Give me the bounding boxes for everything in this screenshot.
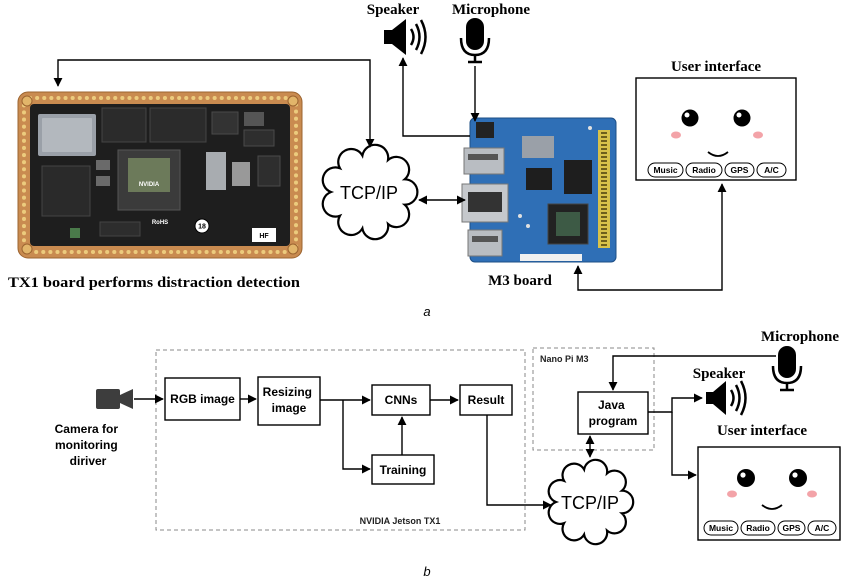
microphone-icon [771, 346, 803, 392]
speaker-icon [706, 380, 747, 416]
tcp-ip-cloud-shape [321, 143, 419, 241]
block-cnns: CNNs [371, 384, 431, 416]
m3-board-image [461, 117, 617, 263]
speaker-label: Speaker [367, 2, 420, 18]
svg-text:RGB image: RGB image [170, 392, 235, 406]
panel-b: NVIDIA Jetson TX1 Nano Pi M3 Camera for … [55, 329, 841, 579]
panel-a-caption: a [423, 304, 430, 319]
tcp-ip-label: TCP/IP [340, 183, 398, 203]
arrow-microphone-java [608, 355, 776, 391]
arrow-tx1-cloud [53, 59, 375, 148]
ui-button-ac: A/C [807, 520, 837, 536]
ui-button-ac: A/C [756, 162, 787, 178]
left-eye [681, 109, 699, 127]
ui-button-music: Music [647, 162, 684, 178]
camera-icon [96, 389, 133, 409]
speaker-icon [384, 19, 427, 55]
right-eye [733, 109, 751, 127]
sticker-number: 18 [198, 224, 206, 231]
svg-text:A/C: A/C [764, 165, 779, 175]
smile [761, 504, 783, 510]
ui-button-music: Music [703, 520, 739, 536]
arrow-resizing-training [342, 400, 371, 474]
block-java-program: Java program [577, 391, 649, 435]
panel-a: NVIDIA RoHS 18 HF TX1 board performs dis… [8, 2, 797, 319]
arrow-m3-speaker [398, 57, 470, 137]
block-resizing-image: Resizing image [257, 376, 321, 426]
user-interface-screen: Music Radio GPS A/C [635, 77, 797, 181]
smile [707, 151, 729, 157]
nanopi-group-label: Nano Pi M3 [540, 354, 589, 364]
ui-button-radio: Radio [685, 162, 723, 178]
camera-label: Camera for monitoring diriver [55, 422, 122, 468]
hf-mark: HF [259, 233, 269, 240]
svg-text:Java program: Java program [589, 398, 638, 428]
m3-board-label: M3 board [488, 273, 552, 289]
svg-text:Music: Music [709, 523, 733, 533]
ui-button-radio: Radio [740, 520, 776, 536]
arrow-java-user-interface [671, 412, 697, 480]
panel-b-caption: b [423, 564, 430, 579]
tcp-ip-cloud-shape [547, 458, 635, 546]
svg-text:CNNs: CNNs [385, 393, 418, 407]
right-eye [789, 469, 807, 487]
svg-text:A/C: A/C [815, 523, 830, 533]
block-result: Result [459, 384, 513, 416]
jetson-group-label: NVIDIA Jetson TX1 [360, 516, 441, 526]
left-eye [737, 469, 755, 487]
ui-button-gps: GPS [724, 162, 755, 178]
microphone-icon [459, 18, 491, 64]
svg-text:Resizing image: Resizing image [263, 385, 316, 415]
svg-text:Radio: Radio [746, 523, 770, 533]
svg-text:Music: Music [653, 165, 677, 175]
svg-text:GPS: GPS [731, 165, 749, 175]
user-interface-screen: Music Radio GPS A/C [697, 446, 841, 541]
cloud-icon: TCP/IP [547, 458, 635, 546]
block-training: Training [371, 454, 435, 485]
arrow-result-cloud [486, 415, 552, 510]
tx1-board-image: NVIDIA RoHS 18 HF [17, 91, 303, 259]
microphone-label: Microphone [452, 2, 530, 18]
svg-text:GPS: GPS [783, 523, 801, 533]
ui-button-gps: GPS [777, 520, 806, 536]
svg-text:Training: Training [380, 463, 427, 477]
svg-text:Radio: Radio [692, 165, 716, 175]
jetson-group-box [155, 349, 526, 531]
user-interface-title: User interface [717, 423, 807, 439]
arrow-java-speaker [648, 393, 703, 413]
chip-logo-text: NVIDIA [139, 182, 160, 188]
microphone-label: Microphone [761, 329, 839, 345]
block-rgb-image: RGB image [164, 377, 241, 421]
svg-text:Result: Result [468, 393, 505, 407]
arrow-m3-user-interface [573, 183, 727, 291]
rohs-mark: RoHS [152, 220, 168, 226]
speaker-label: Speaker [693, 366, 746, 382]
tx1-board-caption: TX1 board performs distraction detection [8, 275, 301, 291]
nvidia-chip: NVIDIA [117, 149, 181, 211]
tcp-ip-label: TCP/IP [561, 493, 619, 513]
user-interface-title: User interface [671, 59, 761, 75]
cloud-icon: TCP/IP [321, 143, 419, 241]
